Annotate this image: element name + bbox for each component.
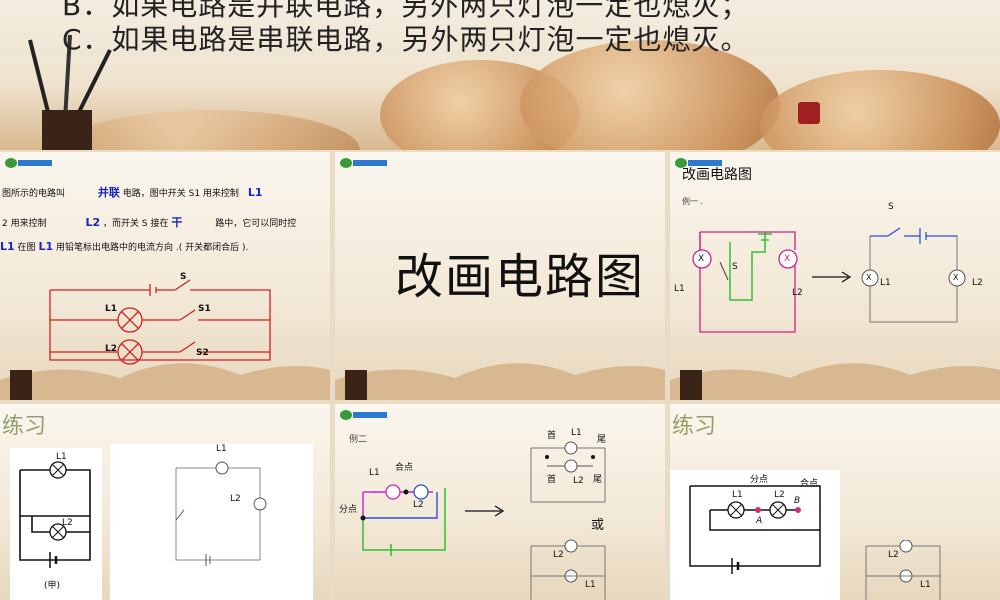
circuit-redrawn [861,227,966,323]
or-label: 或 [591,518,605,533]
label-tail: 尾 [593,475,603,485]
label-l1: L1 [732,490,743,500]
cloud-decoration [760,70,1000,150]
slide-6[interactable]: 练习 分点 合点 L1 L2 A B L2 L1 [670,404,1000,600]
label-s: S [888,202,894,212]
figure-caption: (甲) [44,581,61,591]
lamp-symbol: X [953,273,959,282]
label-l2: L2 [774,490,785,500]
label-l1: L1 [674,284,685,294]
label-tail: 尾 [597,435,607,445]
text: 路中，它可以同时控 [215,219,297,229]
label-l2: L2 [413,500,424,510]
ink-landscape-decoration [670,363,1000,400]
label-l2: L2 [230,494,241,504]
logo-icon [5,158,52,168]
circuit-parallel-result [530,441,606,503]
slide-title: 改画电路图 [682,167,752,183]
slide-5[interactable]: 例二 合点 L1 分点 L2 首 L1 尾 首 L2 尾 或 L2 L1 [335,404,665,600]
slide-4[interactable]: 练习 L1 L2 (甲) L1 L2 [0,404,330,600]
slide1-line3: L1 在图 L1 用铅笔标出电路中的电流方向 .( 开关都闭合后 ). [0,240,248,253]
circuit-answer [175,461,267,566]
label-l2: L2 [792,288,803,298]
practice-title: 练习 [2,414,47,439]
top-banner: B．如果电路是并联电路，另外两只灯泡一定也熄灭； C．如果电路是串联电路，另外两… [0,0,1000,150]
brush-holder-icon [28,34,112,150]
circuit-jia [19,461,91,568]
label-l1: L1 [56,452,67,462]
example-label: 例二 [349,435,368,445]
slide-title: 改画电路图 [395,249,646,305]
slide1-line2: 2 用来控制 L2 ，而开关 S 接在 干 路中，它可以同时控 [2,214,296,230]
answer-blank: L2 [85,216,101,229]
text: 图所示的电路叫 [2,189,66,199]
label-head: 首 [547,475,557,485]
text: 2 用来控制 [2,219,47,229]
option-c-text: C．如果电路是串联电路，另外两只灯泡一定也熄灭。 [62,23,750,56]
practice-title: 练习 [672,414,717,439]
label-l1: L1 [571,428,582,438]
answer-panel: L1 L2 [110,444,313,600]
label-l2: L2 [553,550,564,560]
label-l2: L2 [972,278,983,288]
label-branch: 分点 [339,505,358,515]
circuit-alternative [530,539,606,600]
lamp-symbol: X [866,273,872,282]
text: ，而开关 S 接在 [103,219,169,229]
lamp-symbol: X [698,254,705,264]
logo-icon [340,410,387,420]
text: 用铅笔标出电路中的电流方向 .( 开关都闭合后 ). [55,243,249,253]
label-l2: L2 [573,476,584,486]
slide-1[interactable]: 图所示的电路叫 并联 电路，图中开关 S1 用来控制 L1 2 用来控制 L2 … [0,152,330,400]
label-l1: L1 [920,580,931,590]
label-l1: L1 [105,304,117,314]
circuit-answer [865,540,941,600]
label-l2: L2 [105,344,117,354]
lamp-symbol: X [784,254,791,264]
answer-blank: L1 [0,240,15,253]
label-branch: 分点 [750,475,769,485]
label-s1: S1 [198,304,211,314]
label-junction: 合点 [800,479,819,489]
circuit-diagram [49,279,271,365]
label-l1: L1 [216,444,227,454]
text: 电路，图中开关 S1 用来控制 [122,189,239,199]
logo-icon [675,158,722,168]
label-l1: L1 [880,278,891,288]
seal-stamp [798,102,820,124]
circuit-figure-jia: L1 L2 (甲) [10,448,102,600]
circuit-example-two [360,484,446,556]
option-b-text: B．如果电路是并联电路，另外两只灯泡一定也熄灭； [62,0,750,22]
answer-blank: 并联 [97,186,120,199]
label-point-a: A [756,516,763,526]
circuit-series-parallel [689,485,821,574]
circuit-figure [670,470,840,600]
text: 在图 [17,243,36,253]
slide1-line1: 图所示的电路叫 并联 电路，图中开关 S1 用来控制 L1 [2,184,262,200]
logo-icon [340,158,387,168]
slide-3[interactable]: 改画电路图 例一 . X X S L1 L2 S X X L1 L2 [670,152,1000,400]
circuit-original [692,231,798,333]
label-junction: 合点 [395,463,414,473]
answer-blank: L1 [38,240,54,253]
label-s2: S2 [196,348,209,358]
answer-blank: 干 [171,216,183,229]
label-s: S [732,262,738,272]
label-head: 首 [547,431,557,441]
ink-landscape-decoration [335,363,665,400]
example-label: 例一 . [682,197,704,206]
label-s: S [180,272,187,282]
label-point-b: B [794,496,801,506]
ink-landscape-decoration [0,363,330,400]
arrow-right-icon [465,505,505,517]
slide-2[interactable]: 改画电路图 [335,152,665,400]
label-l1: L1 [369,468,380,478]
arrow-right-icon [812,271,852,283]
cloud-decoration [520,40,780,150]
label-l2: L2 [62,518,73,528]
label-l2: L2 [888,550,899,560]
answer-blank: L1 [247,186,263,199]
label-l1: L1 [585,580,596,590]
